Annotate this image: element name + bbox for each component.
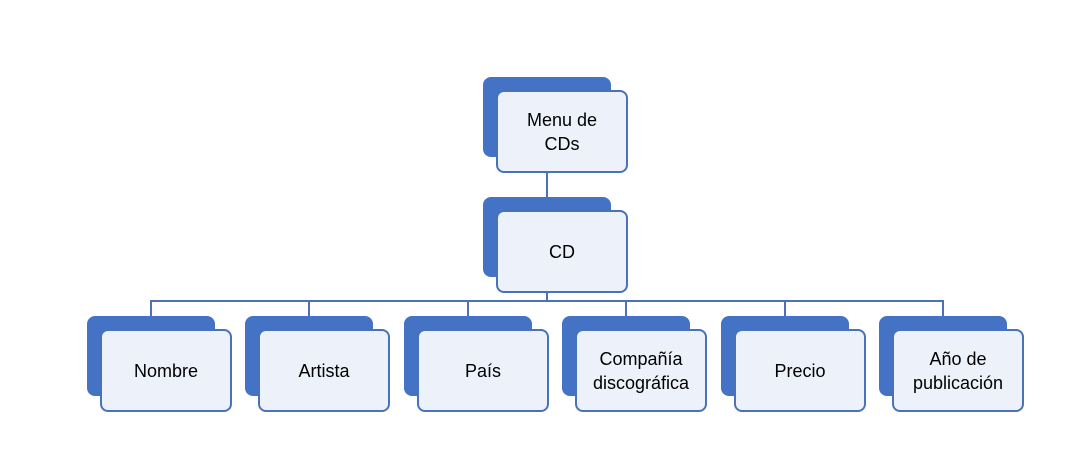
node-label-cd: CD: [549, 241, 575, 262]
node-cd: CD: [483, 197, 628, 293]
node-card: Año de publicación: [892, 329, 1024, 412]
node-artista: Artista: [245, 316, 390, 412]
node-label-pais: País: [464, 360, 502, 381]
connector-to-artista: [308, 300, 310, 317]
node-label-artista: Artista: [298, 360, 350, 381]
node-label-precio: Precio: [774, 360, 826, 381]
node-label-ano-de-publicacion: Año de publicación: [912, 348, 1004, 393]
node-label-menu-de-cds: Menu de CDs: [526, 109, 598, 154]
node-precio: Precio: [721, 316, 866, 412]
node-card: Artista: [258, 329, 390, 412]
node-menu-de-cds: Menu de CDs: [483, 77, 628, 173]
connector-to-ano: [942, 300, 944, 317]
connector-horizontal-bus: [150, 300, 944, 302]
connector-cd-down: [546, 290, 548, 301]
node-label-compania-discografica: Compañía discográfica: [592, 348, 690, 393]
node-card: Nombre: [100, 329, 232, 412]
node-pais: País: [404, 316, 549, 412]
node-compania-discografica: Compañía discográfica: [562, 316, 707, 412]
node-label-nombre: Nombre: [133, 360, 199, 381]
connector-to-nombre: [150, 300, 152, 317]
connector-to-pais: [467, 300, 469, 317]
connector-to-precio: [784, 300, 786, 317]
node-card: Compañía discográfica: [575, 329, 707, 412]
node-card: Precio: [734, 329, 866, 412]
node-card: CD: [496, 210, 628, 293]
connector-root-to-cd: [546, 172, 548, 198]
node-card: País: [417, 329, 549, 412]
node-card: Menu de CDs: [496, 90, 628, 173]
connector-to-compania: [625, 300, 627, 317]
node-nombre: Nombre: [87, 316, 232, 412]
node-ano-de-publicacion: Año de publicación: [879, 316, 1024, 412]
